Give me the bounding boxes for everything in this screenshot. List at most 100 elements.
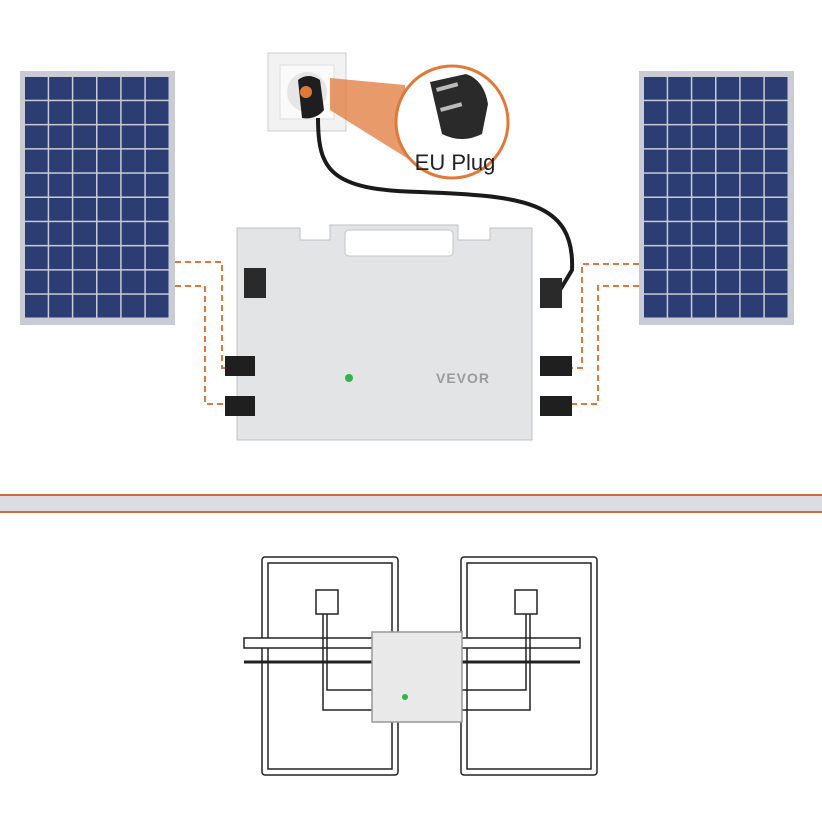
solar-cell (25, 198, 48, 221)
solar-cell (73, 101, 96, 124)
solar-cell (97, 149, 121, 173)
solar-cell (644, 149, 667, 173)
solar-cell (740, 294, 764, 318)
solar-cell (25, 246, 48, 270)
solar-cell (121, 246, 145, 270)
solar-cell (97, 198, 121, 221)
solar-cell (740, 222, 764, 245)
solar-cell (668, 270, 691, 294)
solar-cell (25, 77, 48, 100)
solar-cell (25, 125, 48, 149)
solar-cell (73, 270, 96, 294)
section-divider (0, 494, 822, 513)
solar-cell (692, 149, 715, 173)
solar-cell (740, 149, 764, 173)
solar-cell (644, 173, 667, 197)
solar-cell (121, 101, 145, 124)
solar-cell (145, 77, 169, 100)
solar-cell (764, 270, 788, 294)
solar-cell (764, 198, 788, 221)
solar-cell (668, 222, 691, 245)
solar-cell (25, 294, 48, 318)
solar-cell (740, 198, 764, 221)
solar-cell (644, 125, 667, 149)
solar-cell (692, 125, 715, 149)
eu-plug-label: EU Plug (414, 150, 496, 175)
solar-cell (716, 77, 740, 100)
solar-cell (716, 270, 740, 294)
solar-cell (668, 173, 691, 197)
solar-cell (121, 125, 145, 149)
solar-cell (764, 222, 788, 245)
solar-cell (692, 173, 715, 197)
solar-cell (145, 101, 169, 124)
solar-cell (740, 125, 764, 149)
solar-cell (49, 77, 72, 100)
solar-cell (764, 101, 788, 124)
solar-cell (145, 222, 169, 245)
solar-cell (97, 125, 121, 149)
solar-cell (740, 77, 764, 100)
solar-cell (121, 173, 145, 197)
solar-cell (145, 125, 169, 149)
ac-cable (316, 117, 575, 292)
solar-cell (740, 101, 764, 124)
solar-cell (644, 270, 667, 294)
callout-cone (330, 78, 410, 160)
solar-cell (692, 222, 715, 245)
solar-cell (764, 294, 788, 318)
solar-cell (644, 198, 667, 221)
solar-cell (716, 222, 740, 245)
solar-cell (740, 246, 764, 270)
solar-cell (716, 294, 740, 318)
solar-cell (25, 101, 48, 124)
solar-cell (49, 125, 72, 149)
solar-cell (145, 149, 169, 173)
solar-cell (121, 294, 145, 318)
solar-cell (668, 198, 691, 221)
solar-cell (49, 222, 72, 245)
solar-cell (49, 246, 72, 270)
solar-cell (97, 222, 121, 245)
solar-cell (692, 294, 715, 318)
solar-cell (145, 198, 169, 221)
mounting-diagram (243, 556, 598, 776)
solar-cell (73, 125, 96, 149)
solar-cell (692, 270, 715, 294)
solar-cell (668, 149, 691, 173)
solar-cell (73, 77, 96, 100)
solar-cell (49, 101, 72, 124)
solar-cell (97, 77, 121, 100)
solar-cell (49, 294, 72, 318)
solar-cell (121, 270, 145, 294)
microinverter (225, 224, 572, 441)
solar-cell (49, 149, 72, 173)
plug-icon (298, 76, 324, 119)
solar-cell (97, 246, 121, 270)
solar-cell (73, 149, 96, 173)
solar-cell (716, 101, 740, 124)
solar-cell (49, 173, 72, 197)
solar-cell (73, 246, 96, 270)
solar-panel-left (20, 71, 175, 325)
solar-cell (644, 294, 667, 318)
solar-cell (25, 173, 48, 197)
vevor-logo: VEVOR (436, 370, 491, 386)
solar-cell (49, 270, 72, 294)
solar-cell (716, 246, 740, 270)
solar-cell (644, 246, 667, 270)
solar-cell (668, 77, 691, 100)
solar-cell (73, 294, 96, 318)
solar-cell (25, 149, 48, 173)
solar-cell (764, 77, 788, 100)
solar-cell (145, 270, 169, 294)
solar-cell (740, 270, 764, 294)
solar-cell (121, 198, 145, 221)
solar-cell (25, 222, 48, 245)
solar-cell (764, 246, 788, 270)
solar-cell (764, 125, 788, 149)
solar-cell (97, 294, 121, 318)
solar-cell (73, 198, 96, 221)
